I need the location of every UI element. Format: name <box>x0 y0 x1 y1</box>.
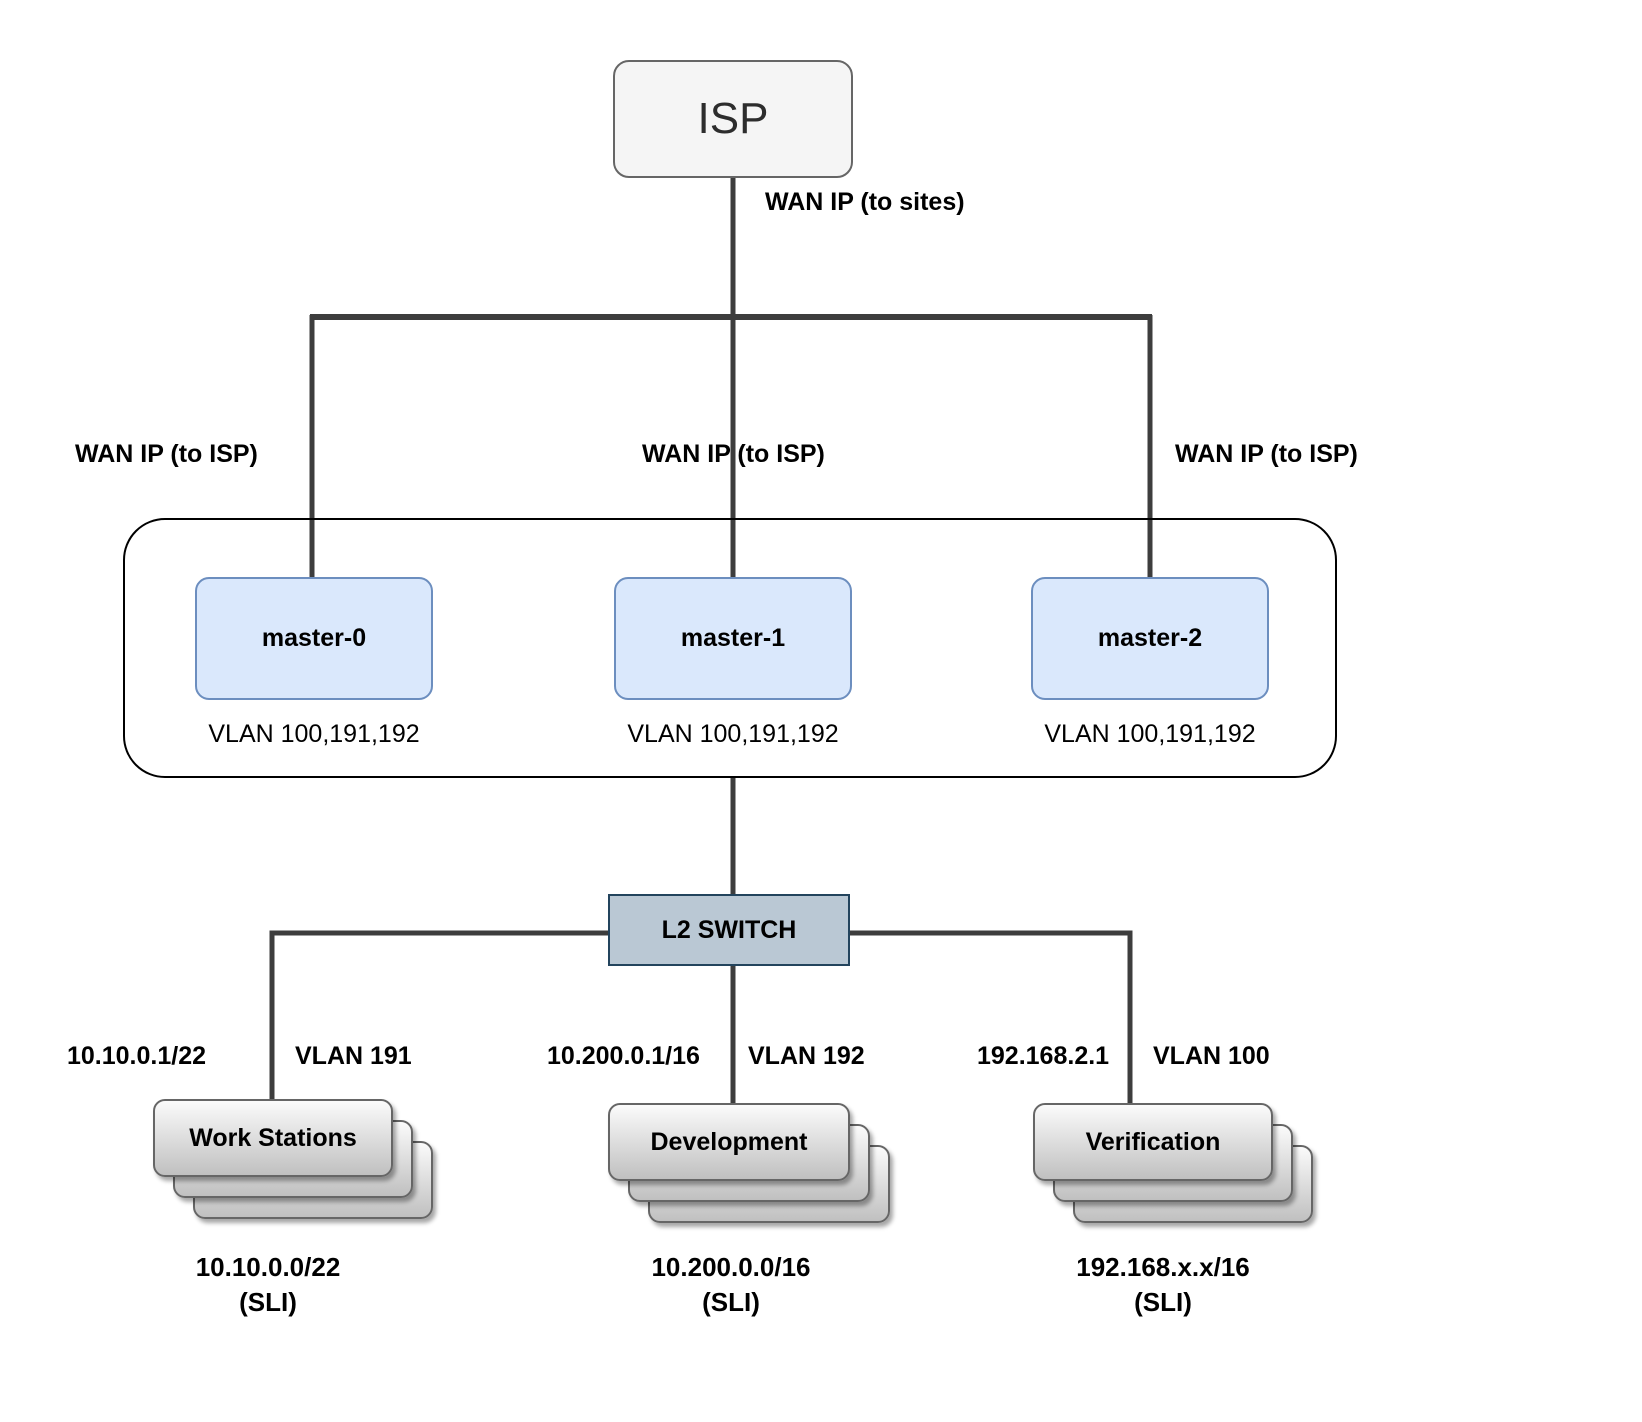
master-1-label: master-1 <box>680 624 786 652</box>
development-label: Development <box>650 1127 808 1156</box>
master-1-node: master-1 <box>614 577 852 700</box>
master-1-vlans-label: VLAN 100,191,192 <box>627 720 839 748</box>
master-2-label: master-2 <box>1097 624 1203 652</box>
isp-node: ISP <box>613 60 853 178</box>
master-0-label: master-0 <box>261 624 367 652</box>
workstations-node: Work Stations <box>153 1099 393 1177</box>
master-0-node: master-0 <box>195 577 433 700</box>
wan-to-isp-label-left: WAN IP (to ISP) <box>75 440 258 468</box>
isp-label: ISP <box>697 94 769 143</box>
subnet-note: (SLI) <box>702 1287 760 1317</box>
development-subnet-label: 10.200.0.0/16 (SLI) <box>561 1250 901 1320</box>
subnet-text: 10.200.0.0/16 <box>651 1252 811 1282</box>
wan-to-isp-label-center: WAN IP (to ISP) <box>642 440 825 468</box>
masters-cluster <box>123 518 1337 778</box>
verification-vlan-label: VLAN 100 <box>1153 1042 1270 1070</box>
subnet-note: (SLI) <box>239 1287 297 1317</box>
subnet-text: 192.168.x.x/16 <box>1076 1252 1250 1282</box>
connector-switch-workstations <box>269 930 608 1101</box>
verification-label: Verification <box>1085 1127 1221 1156</box>
verification-subnet-label: 192.168.x.x/16 (SLI) <box>993 1250 1333 1320</box>
connector-switch-verification <box>850 930 1133 1105</box>
master-2-node: master-2 <box>1031 577 1269 700</box>
verification-gateway-label: 192.168.2.1 <box>977 1042 1110 1070</box>
development-node: Development <box>608 1103 850 1181</box>
subnet-text: 10.10.0.0/22 <box>195 1252 341 1282</box>
development-vlan-label: VLAN 192 <box>748 1042 865 1070</box>
workstations-vlan-label: VLAN 191 <box>295 1042 412 1070</box>
master-0-vlans-label: VLAN 100,191,192 <box>208 720 420 748</box>
wan-to-isp-label-right: WAN IP (to ISP) <box>1175 440 1358 468</box>
l2-switch-label: L2 SWITCH <box>661 915 797 944</box>
l2-switch-node: L2 SWITCH <box>608 894 850 966</box>
subnet-note: (SLI) <box>1134 1287 1192 1317</box>
verification-node: Verification <box>1033 1103 1273 1181</box>
workstations-gateway-label: 10.10.0.1/22 <box>67 1042 207 1070</box>
development-gateway-label: 10.200.0.1/16 <box>547 1042 700 1070</box>
workstations-label: Work Stations <box>189 1123 357 1152</box>
master-2-vlans-label: VLAN 100,191,192 <box>1044 720 1256 748</box>
workstations-subnet-label: 10.10.0.0/22 (SLI) <box>98 1250 438 1320</box>
wan-to-sites-label: WAN IP (to sites) <box>765 188 965 216</box>
